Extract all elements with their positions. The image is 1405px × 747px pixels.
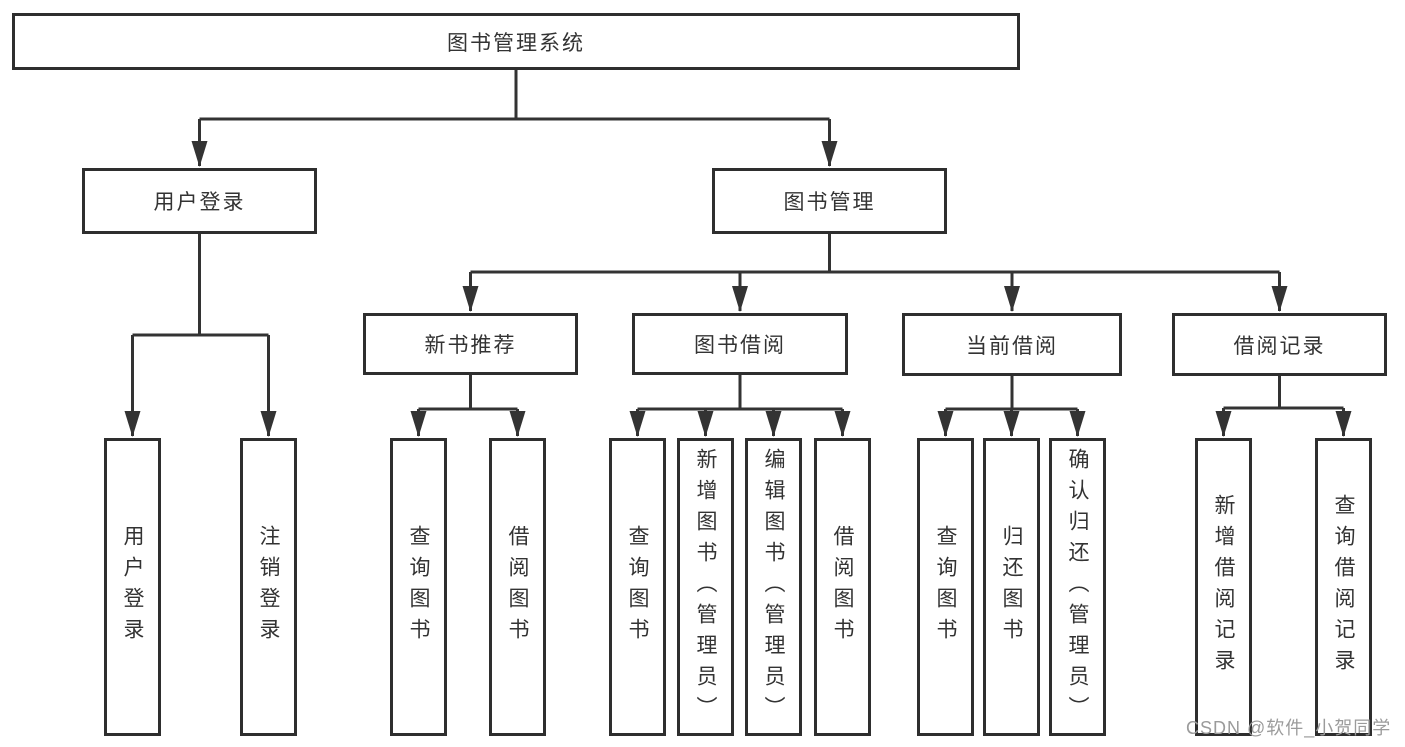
arrow-down-icon: [1271, 286, 1288, 312]
connector-line: [198, 70, 831, 166]
leaf-return-books: 归还图书: [983, 438, 1040, 736]
node-label: 借阅图书: [831, 525, 854, 649]
node-label: 归还图书: [1000, 525, 1023, 649]
arrow-down-icon: [1004, 286, 1020, 312]
connector-book-borrow-to-leaves: [629, 375, 851, 437]
arrow-down-icon: [821, 141, 838, 167]
arrow-down-icon: [1069, 411, 1086, 437]
arrow-down-icon: [732, 286, 748, 312]
node-label: 图书借阅: [694, 334, 786, 357]
node-label: 新增图书（管理员）: [694, 447, 717, 727]
node-label: 用户登录: [121, 525, 144, 649]
leaf-borrow-books-recommend: 借阅图书: [489, 438, 546, 736]
connector-borrow-records-to-leaves: [1215, 376, 1352, 437]
connector-line: [131, 234, 270, 436]
node-label: 查询借阅记录: [1332, 494, 1355, 680]
arrow-down-icon: [191, 141, 208, 167]
arrow-down-icon: [1335, 411, 1352, 437]
arrow-down-icon: [765, 411, 782, 437]
arrow-down-icon: [697, 411, 714, 437]
leaf-logout: 注销登录: [240, 438, 297, 736]
arrow-down-icon: [509, 411, 526, 437]
node-root-library-system: 图书管理系统: [12, 13, 1020, 70]
node-label: 注销登录: [257, 525, 280, 649]
connector-current-borrow-to-leaves: [937, 376, 1086, 437]
node-label: 查询图书: [407, 525, 430, 649]
node-label: 当前借阅: [966, 334, 1058, 358]
node-user-login: 用户登录: [82, 168, 317, 234]
arrow-down-icon: [260, 411, 277, 437]
connector-line: [469, 234, 1281, 311]
arrow-down-icon: [410, 411, 427, 437]
connector-line: [417, 375, 519, 436]
connector-book-management-to-level3: [462, 234, 1288, 312]
node-label: 新增借阅记录: [1212, 494, 1235, 680]
arrow-down-icon: [462, 286, 479, 312]
leaf-borrow-books: 借阅图书: [814, 438, 871, 736]
leaf-query-books-recommend: 查询图书: [390, 438, 447, 736]
node-label: 借阅图书: [506, 525, 529, 649]
arrow-down-icon: [124, 411, 141, 437]
node-borrow-records: 借阅记录: [1172, 313, 1387, 376]
connector-root-to-level2: [191, 70, 838, 167]
node-label: 查询图书: [626, 525, 649, 649]
node-book-management: 图书管理: [712, 168, 947, 234]
connector-new-book-recommend-to-leaves: [410, 375, 526, 437]
connector-line: [636, 375, 844, 436]
leaf-add-books-admin: 新增图书（管理员）: [677, 438, 734, 736]
node-label: 确认归还（管理员）: [1066, 447, 1089, 727]
node-label: 图书管理: [783, 191, 876, 214]
leaf-user-login: 用户登录: [104, 438, 161, 736]
connector-user-login-to-leaves: [124, 234, 277, 437]
node-label: 新书推荐: [424, 334, 517, 357]
connector-line: [1222, 376, 1345, 436]
leaf-query-books-borrow: 查询图书: [609, 438, 666, 736]
arrow-down-icon: [834, 411, 851, 437]
leaf-query-borrow-record: 查询借阅记录: [1315, 438, 1372, 736]
leaf-query-books-current: 查询图书: [917, 438, 974, 736]
node-label: 查询图书: [934, 525, 957, 649]
leaf-confirm-return-admin: 确认归还（管理员）: [1049, 438, 1106, 736]
arrow-down-icon: [1215, 411, 1232, 437]
node-new-book-recommend: 新书推荐: [363, 313, 578, 375]
leaf-add-borrow-record: 新增借阅记录: [1195, 438, 1252, 736]
node-label: 借阅记录: [1233, 334, 1326, 358]
node-book-borrow: 图书借阅: [632, 313, 848, 375]
csdn-watermark: CSDN @软件_小贺同学: [1186, 718, 1392, 738]
arrow-down-icon: [629, 411, 646, 437]
node-label: 图书管理系统: [447, 31, 585, 55]
node-current-borrow: 当前借阅: [902, 313, 1122, 376]
node-label: 编辑图书（管理员）: [762, 447, 785, 727]
leaf-edit-books-admin: 编辑图书（管理员）: [745, 438, 802, 736]
node-label: 用户登录: [153, 191, 246, 214]
arrow-down-icon: [937, 411, 954, 437]
arrow-down-icon: [1003, 411, 1020, 437]
